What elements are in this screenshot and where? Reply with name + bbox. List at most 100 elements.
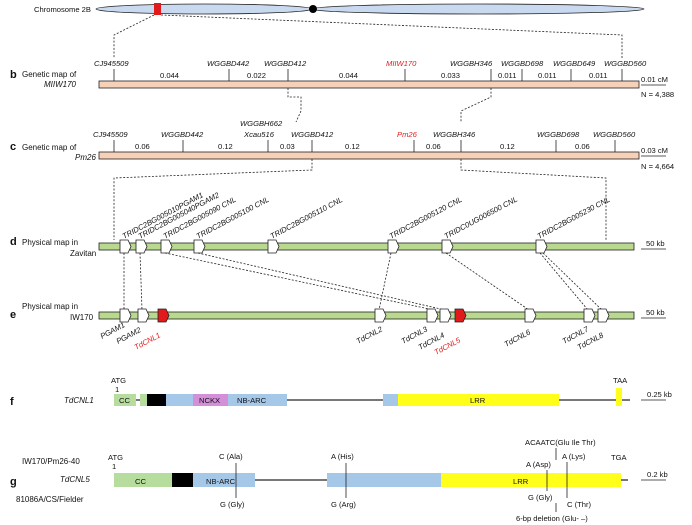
variant-top-5: ACAATC(Glu Ile Thr) — [525, 438, 596, 447]
gene-e-tdcnl2: TdCNL2 — [355, 324, 385, 346]
chromosome-2b: Chromosome 2B — [34, 3, 645, 58]
scale-e: 50 kb — [646, 308, 665, 317]
scale-g: 0.2 kb — [647, 470, 668, 479]
gene-box-e-tdcnl4 — [439, 308, 452, 323]
exon-g-blue-2 — [327, 473, 441, 487]
panel-e-letter: e — [10, 309, 16, 321]
panel-f-letter: f — [10, 396, 14, 408]
synteny-lines — [123, 252, 603, 311]
n-b: N = 4,388 — [641, 90, 674, 99]
gene-box-d-2 — [135, 239, 148, 254]
panel-g-line-bottom: 81086A/CS/Fielder — [16, 495, 84, 504]
distance-c-3: 0.03 — [280, 142, 295, 151]
panel-c-letter: c — [10, 141, 16, 153]
panel-b-title-line2: MIIW170 — [44, 80, 77, 89]
panel-f-start-num: 1 — [115, 385, 119, 394]
label-g-cc: CC — [135, 477, 146, 486]
panel-c: c Genetic map of Pm26 CJ945509 WGGBD442 … — [10, 119, 674, 240]
black-block-f — [147, 394, 166, 406]
exon-f-blue-2 — [383, 394, 398, 406]
chromosome-short-arm — [95, 3, 313, 15]
marker-b-wggbd442: WGGBD442 — [207, 59, 250, 68]
marker-b-wggbd698: WGGBD698 — [501, 59, 544, 68]
panel-g-gene: TdCNL5 — [60, 475, 90, 484]
marker-c-wggbd442: WGGBD442 — [161, 130, 204, 139]
variant-bottom-5: 6-bp deletion (Glu- –) — [516, 514, 588, 523]
gene-d-5230: TRIDC2BG005230 CNL — [536, 195, 612, 241]
marker-b-cj945509: CJ945509 — [94, 59, 129, 68]
panel-f-start: ATG — [111, 376, 126, 385]
label-f-lrr: LRR — [470, 396, 486, 405]
variant-top-4: A (Lys) — [562, 452, 586, 461]
panel-f-stop: TAA — [613, 376, 628, 385]
panel-b: b Genetic map of MIIW170 CJ945509 WGGBD4… — [10, 59, 674, 123]
gene-box-d-3 — [160, 239, 173, 254]
distance-b-1: 0.044 — [160, 71, 179, 80]
zoom-lines-c — [113, 159, 607, 240]
domain-f-nckx — [193, 394, 228, 406]
genetic-bar-c — [98, 151, 640, 160]
black-block-g — [172, 473, 193, 487]
ticks-b — [113, 69, 623, 84]
exon-f-blue-1 — [166, 394, 193, 406]
pm26-locus-marker — [154, 3, 161, 15]
panel-g-start: ATG — [108, 453, 123, 462]
distance-b-7: 0.011 — [589, 71, 607, 80]
distance-c-7: 0.06 — [575, 142, 590, 151]
variant-bottom-1: G (Gly) — [220, 500, 245, 509]
panel-c-title-line2: Pm26 — [75, 153, 96, 162]
panel-b-letter: b — [10, 69, 17, 81]
n-c: N = 4,664 — [641, 162, 674, 171]
gene-box-d-8 — [535, 239, 548, 254]
genes-d-boxes — [119, 239, 548, 254]
panel-g-letter: g — [10, 476, 17, 488]
domain-g-cc — [114, 473, 172, 487]
panel-f: f TdCNL1 ATG 1 TAA CC NCKX NB-ARC LRR 0.… — [10, 376, 672, 408]
gene-box-d-6 — [387, 239, 400, 254]
gene-box-d-1 — [119, 239, 132, 254]
variant-top-3: A (Asp) — [526, 460, 551, 469]
marker-c-wggbh346: WGGBH346 — [433, 130, 476, 139]
panel-d-letter: d — [10, 236, 17, 248]
label-g-nb-arc: NB-ARC — [206, 477, 236, 486]
gene-d-5110: TRIDC2BG005110 CNL — [269, 195, 344, 241]
gene-box-d-5 — [267, 239, 280, 254]
distance-b-5: 0.011 — [498, 71, 516, 80]
gene-box-e-pgam1 — [119, 308, 132, 323]
label-g-lrr: LRR — [513, 477, 529, 486]
marker-b-wggbh346: WGGBH346 — [450, 59, 493, 68]
panel-c-title-line1: Genetic map of — [22, 143, 77, 152]
marker-c-xcau516: Xcau516 — [243, 130, 275, 139]
scale-b: 0.01 cM — [641, 75, 668, 84]
panel-f-gene: TdCNL1 — [64, 396, 94, 405]
label-f-cc: CC — [119, 396, 130, 405]
panel-g-start-num: 1 — [112, 462, 116, 471]
panel-d-title-line1: Physical map in — [22, 238, 78, 247]
marker-c-wggbd560: WGGBD560 — [593, 130, 636, 139]
domain-f-nb-arc — [228, 394, 287, 406]
distance-b-2: 0.022 — [247, 71, 266, 80]
marker-b-miiw170: MIIW170 — [386, 59, 417, 68]
centromere — [309, 5, 317, 13]
physical-bar-e — [98, 311, 635, 320]
genetic-bar-b — [98, 80, 640, 89]
gene-box-e-tdcnl5 — [454, 308, 467, 323]
variant-ticks-g — [235, 448, 568, 512]
candidate-genes-e — [157, 308, 467, 323]
chromosome-long-arm — [311, 3, 645, 15]
domain-g-lrr — [441, 473, 621, 487]
marker-c-cj945509: CJ945509 — [93, 130, 128, 139]
marker-b-wggbd649: WGGBD649 — [553, 59, 596, 68]
marker-b-wggbd412: WGGBD412 — [264, 59, 307, 68]
distance-c-2: 0.12 — [218, 142, 233, 151]
panel-g-stop: TGA — [611, 453, 628, 462]
gene-box-d-4 — [193, 239, 206, 254]
domain-f-cc — [114, 394, 136, 406]
gene-box-e-tdcnl3 — [426, 308, 439, 323]
panel-g-line-top: IW170/Pm26-40 — [22, 457, 80, 466]
distance-c-6: 0.12 — [500, 142, 515, 151]
scale-f: 0.25 kb — [647, 390, 672, 399]
domain-f-lrr — [398, 394, 559, 406]
marker-c-wggbh662: WGGBH662 — [240, 119, 283, 128]
gene-box-e-pgam2 — [137, 308, 150, 323]
